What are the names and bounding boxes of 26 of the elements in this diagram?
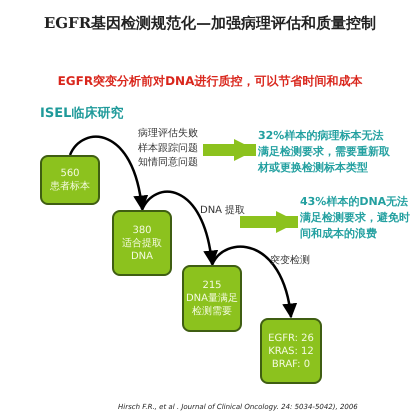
title: EGFR基因检测规范化—加强病理评估和质量控制: [42, 14, 378, 33]
subtitle: EGFR突变分析前对DNA进行质控，可以节省时间和成本: [56, 73, 364, 90]
curved-arrow: [140, 190, 218, 266]
box-text: 380: [132, 224, 152, 236]
block-arrow: [240, 211, 298, 233]
box-text: EGFR: 26: [268, 332, 314, 344]
box-text: 患者标本: [50, 180, 90, 193]
step-box: [182, 265, 242, 332]
section-heading: ISEL临床研究: [40, 104, 124, 122]
step-box: [40, 155, 100, 205]
step-box: [112, 210, 172, 276]
box-text: 适合提取DNA: [121, 236, 163, 262]
finding-text: 32%样本的病理标本无法满足检测要求，需要重新取材或更换检测标本类型: [258, 128, 391, 176]
edge-label: 突变检测: [270, 254, 311, 268]
curved-arrow: [68, 136, 148, 210]
box-text: 215: [202, 279, 222, 292]
finding-text: 43%样本的DNA无法满足检测要求，避免时间和成本的浪费: [300, 194, 411, 242]
box-text: 560: [60, 167, 80, 180]
edge-label: 病理评估失败样本跟踪问题知情同意问题: [138, 127, 199, 170]
box-text: DNA量满足检测需要: [184, 292, 240, 318]
box-text: BRAF: 0: [272, 358, 310, 370]
edge-label: DNA 提取: [200, 204, 246, 218]
block-arrow: [203, 139, 256, 161]
curved-arrow: [210, 246, 296, 318]
step-box: [260, 318, 322, 384]
box-text: KRAS: 12: [268, 344, 314, 358]
